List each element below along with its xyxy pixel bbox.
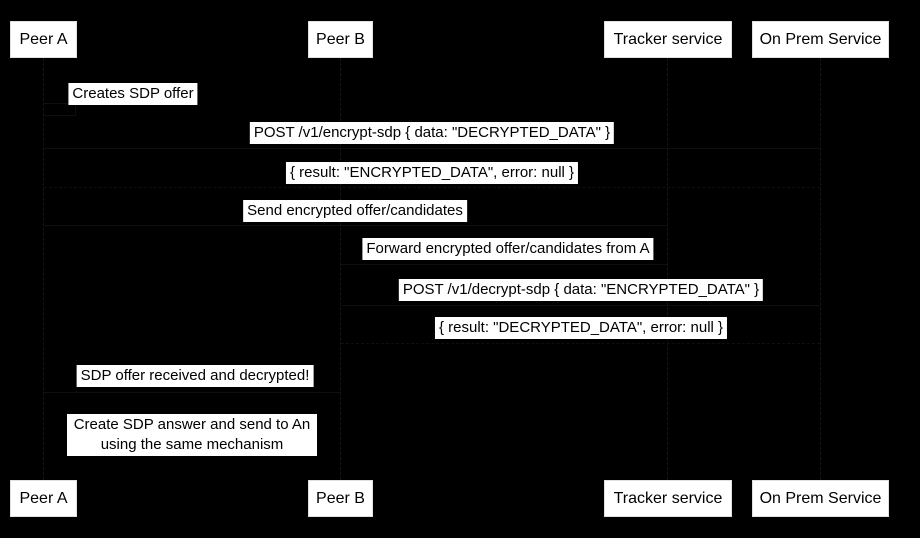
lifeline-peer-b [340,58,341,480]
arrow-forward-encrypted-offer [341,264,667,265]
participant-tracker-service-bottom: Tracker service [604,480,732,517]
participant-label: Peer B [316,30,365,48]
arrow-self-creates-sdp-offer [44,103,76,116]
participant-on-prem-service-bottom: On Prem Service [752,480,889,517]
arrow-post-decrypt-sdp [341,305,820,306]
participant-on-prem-service-top: On Prem Service [752,21,889,58]
message-creates-sdp-offer: Creates SDP offer [68,83,198,105]
message-forward-encrypted-offer: Forward encrypted offer/candidates from … [362,238,654,260]
arrow-post-encrypt-sdp [44,148,820,149]
participant-label: Peer B [316,489,365,507]
arrow-sdp-offer-received [44,392,340,393]
arrow-result-encrypted [44,187,820,188]
arrow-send-encrypted-offer [44,225,667,226]
message-sdp-offer-received: SDP offer received and decrypted! [76,365,314,387]
participant-peer-b-top: Peer B [308,21,373,58]
participant-peer-a-bottom: Peer A [10,480,77,517]
lifeline-on-prem-service [820,58,821,480]
message-result-decrypted-data: { result: "DECRYPTED_DATA", error: null … [434,317,728,339]
participant-label: Peer A [19,30,68,48]
participant-label: Tracker service [613,489,723,507]
participant-label: On Prem Service [759,489,882,507]
note-line-1: Create SDP answer and send to An [73,416,311,433]
participant-tracker-service-top: Tracker service [604,21,732,58]
message-result-encrypted-data: { result: "ENCRYPTED_DATA", error: null … [285,162,579,184]
lifeline-tracker-service [667,58,668,480]
note-line-2: using the same mechanism [100,436,284,453]
message-post-encrypt-sdp: POST /v1/encrypt-sdp { data: "DECRYPTED_… [249,122,615,144]
arrow-result-decrypted [341,343,820,344]
message-post-decrypt-sdp: POST /v1/decrypt-sdp { data: "ENCRYPTED_… [398,279,764,301]
lifeline-peer-a [43,58,44,480]
message-send-encrypted-offer: Send encrypted offer/candidates [243,200,467,222]
participant-label: Tracker service [613,30,723,48]
participant-label: On Prem Service [759,30,882,48]
note-create-sdp-answer: Create SDP answer and send to An using t… [67,414,317,456]
participant-label: Peer A [19,489,68,507]
participant-peer-b-bottom: Peer B [308,480,373,517]
participant-peer-a-top: Peer A [10,21,77,58]
